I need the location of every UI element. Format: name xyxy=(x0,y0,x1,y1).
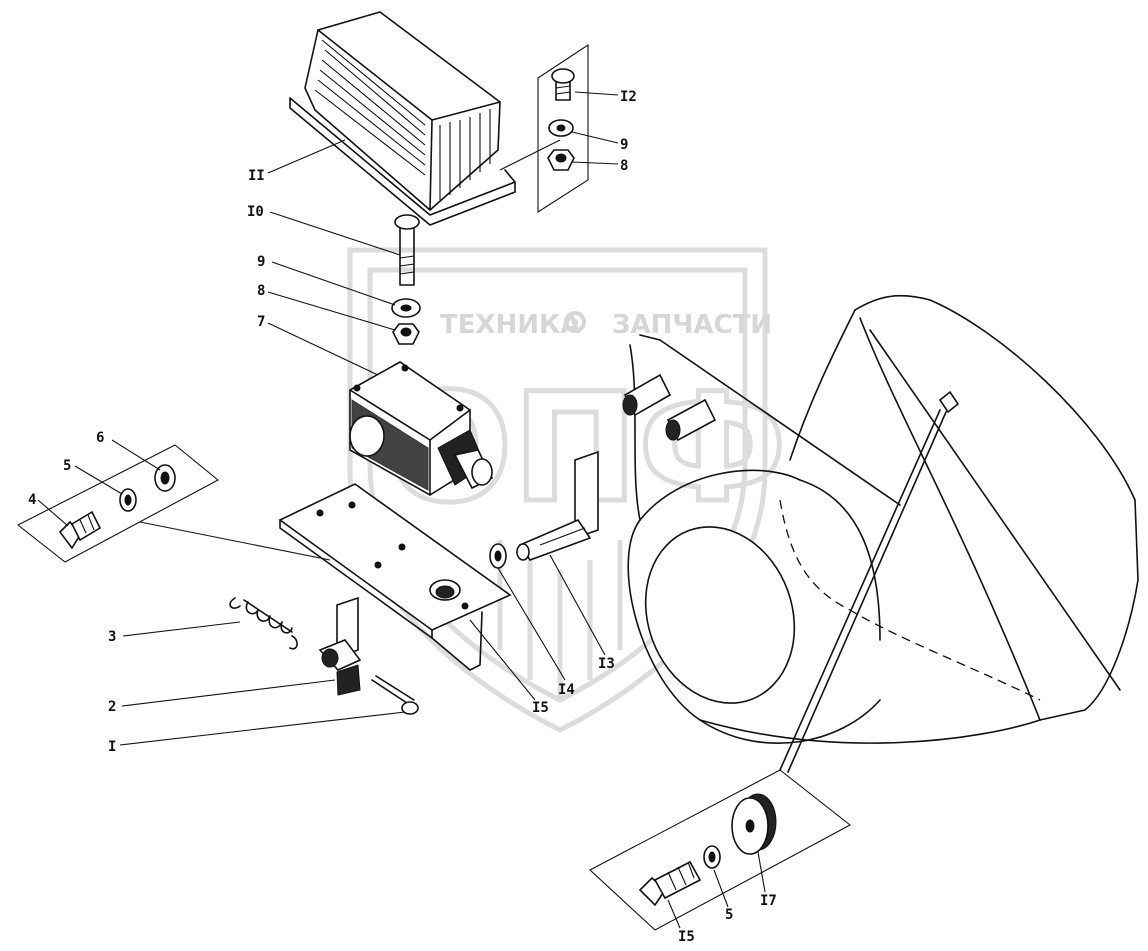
callout-10: I0 xyxy=(247,204,264,220)
part-9-washer xyxy=(391,298,421,318)
part-7-switch xyxy=(349,361,494,496)
part-6-washer xyxy=(154,464,176,492)
part-5-washer-left xyxy=(119,488,137,512)
callout-15-bottom: I5 xyxy=(678,929,695,945)
part-2-lever xyxy=(318,596,362,696)
watermark-gear-icon xyxy=(564,311,586,333)
callout-9: 9 xyxy=(257,254,265,270)
callout-17: I7 xyxy=(760,893,777,909)
part-10-bolt xyxy=(394,214,420,286)
part-5-washer-lower xyxy=(703,845,721,869)
fastener-group-box-left xyxy=(16,444,219,563)
callout-15-mid: I5 xyxy=(532,700,549,716)
part-8-nut xyxy=(392,323,420,345)
callout-1: I xyxy=(108,739,116,755)
callout-8-top: 8 xyxy=(620,158,628,174)
part-12-screw xyxy=(551,68,575,101)
callouts: II I0 9 8 7 I2 9 8 6 5 4 3 2 I I5 I4 I3 … xyxy=(28,89,777,945)
fastener-group-box-top xyxy=(537,43,589,214)
callout-2: 2 xyxy=(108,699,116,715)
leader-left-group xyxy=(139,521,331,561)
callout-4: 4 xyxy=(28,492,36,508)
leader-lines xyxy=(37,91,766,929)
watermark-right-text: ЗАПЧАСТИ xyxy=(612,310,772,340)
part-15-bolt xyxy=(638,860,702,907)
callout-7: 7 xyxy=(257,314,265,330)
watermark-left-text: ТЕХНИКА xyxy=(440,310,580,340)
callout-5-bottom: 5 xyxy=(725,907,733,923)
part-11-housing xyxy=(289,11,516,226)
part-4-bolt xyxy=(58,510,102,550)
part-3-spring xyxy=(229,597,298,650)
callout-8: 8 xyxy=(257,283,265,299)
part-17-knob xyxy=(731,793,777,855)
callout-13: I3 xyxy=(598,656,615,672)
leader-box-to-group xyxy=(499,139,561,171)
part-8-nut-top xyxy=(547,149,575,171)
part-bracket-plate xyxy=(278,483,512,671)
fastener-group-box-bottom xyxy=(589,769,851,931)
callout-12: I2 xyxy=(620,89,637,105)
callout-9-top: 9 xyxy=(620,137,628,153)
part-9-washer-top xyxy=(548,119,574,137)
cab-panel xyxy=(622,294,1139,744)
cable-rod xyxy=(779,390,960,773)
part-14-washer xyxy=(489,543,507,569)
callout-5-left: 5 xyxy=(63,458,71,474)
callout-14: I4 xyxy=(558,682,575,698)
part-1-pin xyxy=(371,675,419,715)
callout-6: 6 xyxy=(96,430,104,446)
part-13-lever xyxy=(516,450,599,561)
callout-11: II xyxy=(248,168,265,184)
callout-3: 3 xyxy=(108,629,116,645)
